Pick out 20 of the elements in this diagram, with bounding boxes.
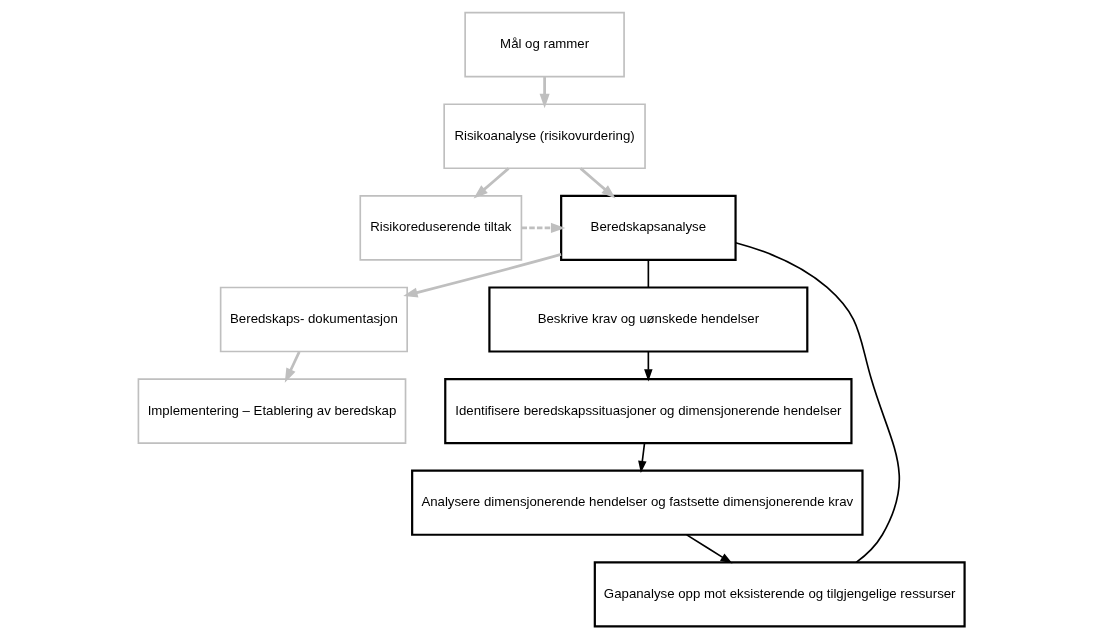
arrow <box>685 534 732 564</box>
connector <box>734 241 900 564</box>
arrow <box>539 77 550 109</box>
node-box: Mål og rammer <box>463 11 625 78</box>
arrow <box>284 351 300 383</box>
connector <box>647 259 649 289</box>
node-box: Analysere dimensjonerende hendelser og fastsette dimensjonerende krav <box>410 469 864 536</box>
node-box: Identifisere beredskapssituasjoner og dimensjonerende hendelser <box>443 378 853 445</box>
arrow <box>637 442 647 473</box>
arrow <box>402 253 561 298</box>
node-box: Gapanalyse opp mot eksisterende og tilgjengelige ressurser <box>593 561 966 628</box>
node-box: Beskrive krav og uønskede hendelser <box>487 286 808 353</box>
arrow <box>579 167 616 199</box>
node-box: Implementering – Etablering av beredskap <box>137 378 406 444</box>
arrow <box>473 167 509 199</box>
node-box: Beredskaps- dokumentasjon <box>219 286 408 353</box>
node-box: Risikoanalyse (risikovurdering) <box>442 103 646 170</box>
node-box: Risikoreduserende tiltak <box>358 195 522 261</box>
arrow <box>521 222 565 233</box>
node-box: Beredskapsanalyse <box>559 194 737 261</box>
